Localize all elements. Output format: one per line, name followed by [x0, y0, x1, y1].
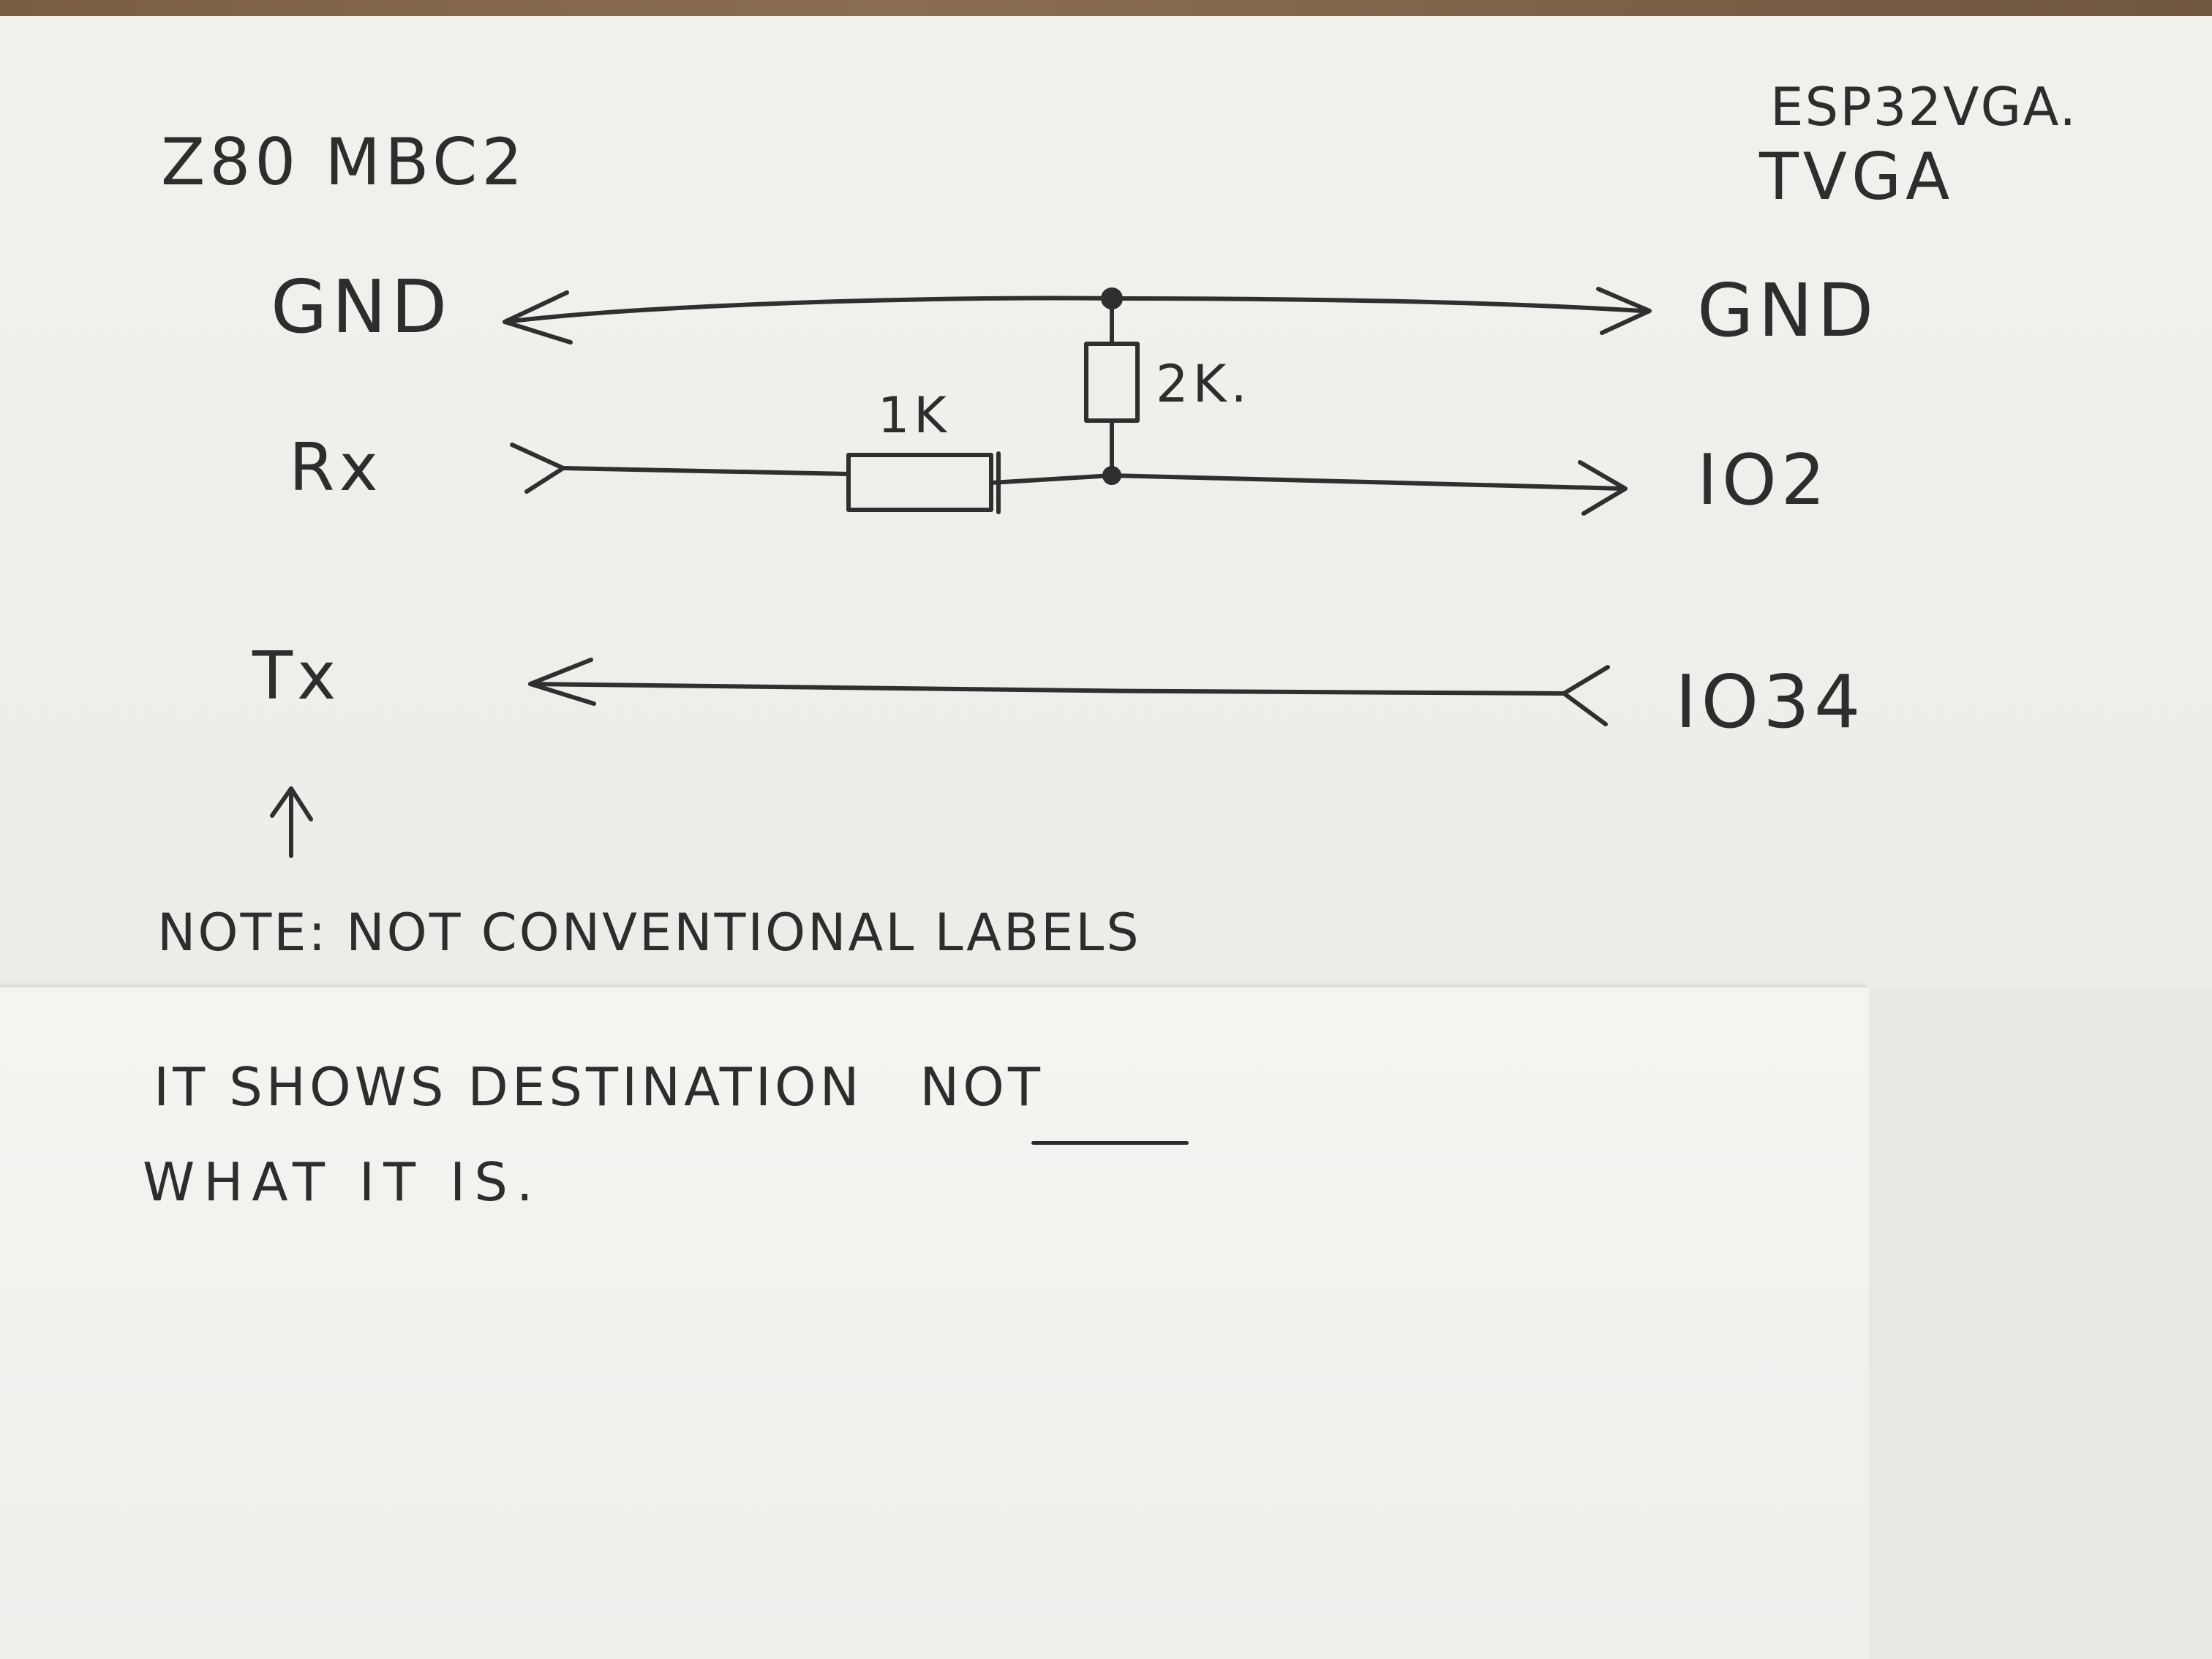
io34-arrow [1562, 665, 1610, 726]
right-device-label-line1: ESP32VGA. [1770, 76, 2078, 138]
gnd-left-arrow [503, 290, 573, 345]
gnd-right-arrow [1596, 287, 1652, 335]
pin-rx-left: Rx [289, 429, 383, 506]
note-emphasis-underline [1031, 1141, 1189, 1145]
pin-gnd-right: GND [1697, 268, 1878, 353]
gnd-wire [503, 296, 1644, 324]
resistor-1k-label: 1K [878, 387, 951, 445]
r1-resistor-body [846, 453, 993, 512]
right-device-label-line2: TVGA [1759, 139, 1955, 214]
pin-gnd-left: GND [271, 264, 452, 350]
tx-left-arrow [528, 658, 596, 706]
pin-tx-left: Tx [252, 638, 341, 715]
paper-sheet-lower [0, 988, 1869, 1659]
note-line-2: IT SHOWS DESTINATION NOT [154, 1061, 1044, 1113]
paper-sheet-upper [0, 16, 2212, 996]
pin-io34-right: IO34 [1675, 659, 1865, 745]
pin-io2-right: IO2 [1697, 440, 1830, 521]
r2-resistor-body [1084, 342, 1140, 423]
paper-sheet-under-corner [1869, 988, 2212, 1659]
tx-wire [528, 682, 1568, 696]
rx-left-arrow [510, 443, 565, 494]
io2-arrow [1578, 460, 1628, 516]
rx-wire-right [989, 473, 1626, 491]
rx-wire-left [561, 466, 851, 476]
left-device-label: Z80 MBC2 [161, 124, 527, 200]
tx-up-arrow [270, 786, 313, 858]
note-line-2-text: IT SHOWS DESTINATION [154, 1056, 863, 1118]
note-line-3: WHAT IT IS. [143, 1151, 542, 1213]
resistor-2k-label: 2K. [1156, 354, 1252, 414]
note-line-1: NOTE: NOT CONVENTIONAL LABELS [157, 903, 1141, 963]
note-emphasis-not: NOT [919, 1056, 1044, 1118]
